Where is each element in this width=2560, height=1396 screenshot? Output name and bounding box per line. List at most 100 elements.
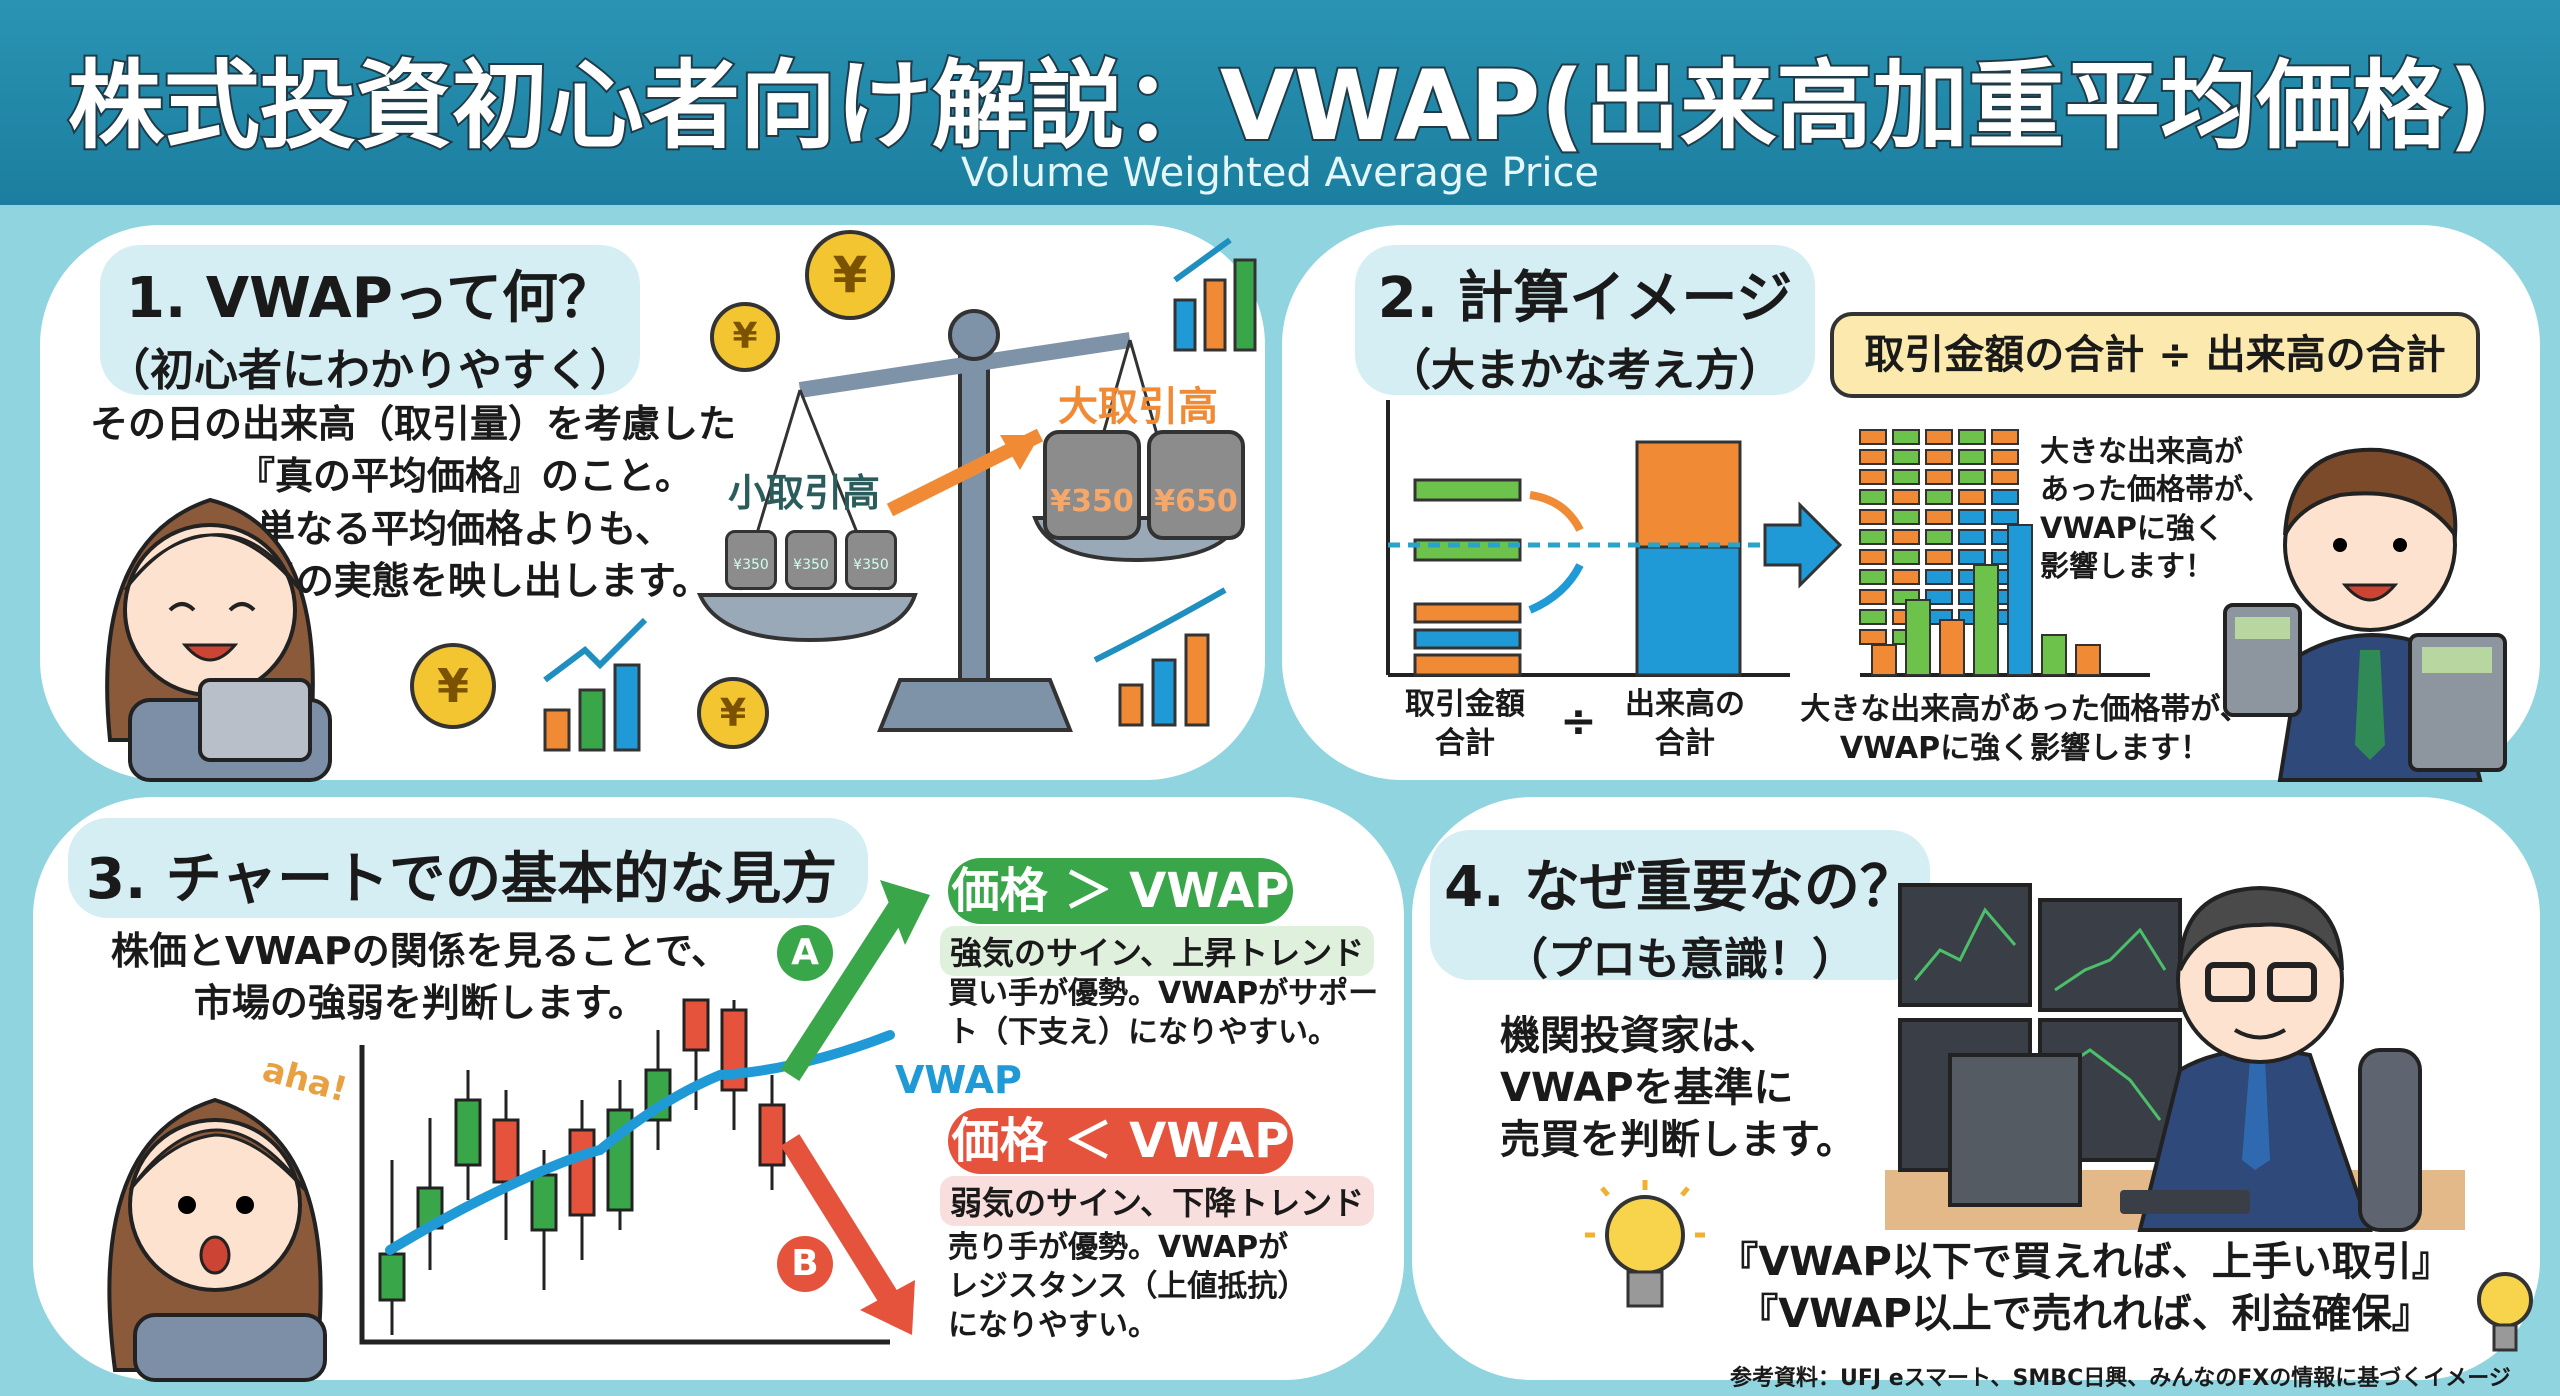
- volume-block: [1925, 589, 1953, 605]
- growth-chart-icon: [1173, 237, 1257, 352]
- weight: ¥350: [725, 530, 777, 590]
- man-with-calculator-illustration: [2223, 447, 2507, 782]
- volume-block: [1859, 609, 1887, 625]
- volume-block: [1958, 549, 1986, 565]
- volume-block: [1925, 569, 1953, 585]
- trading-quotes: 『VWAP以下で買えれば、上手い取引』『VWAP以上で売れれば、利益確保』: [1705, 1236, 2465, 1340]
- volume-block: [1925, 429, 1953, 445]
- downtrend-arrowhead: [860, 1280, 915, 1335]
- header-banner: [0, 0, 2560, 205]
- candle-body: [530, 1173, 558, 1232]
- volume-block: [1859, 429, 1887, 445]
- calculation-diagram: [1386, 400, 2150, 677]
- note-line: VWAPに強く: [2040, 510, 2224, 545]
- note-line: 大きな出来高があった価格帯が、: [1800, 692, 2250, 727]
- section-2-heading-tag: 2. 計算イメージ （大まかな考え方）: [1355, 245, 1815, 396]
- section-4-body: 機関投資家は、VWAPを基準に売買を判断します。: [1500, 1010, 1856, 1166]
- candle-body: [568, 1128, 596, 1217]
- histogram-bar: [2007, 524, 2033, 676]
- section-3-heading-tag: 3. チャートでの基本的な見方: [68, 818, 868, 918]
- volume-block: [1991, 489, 2019, 505]
- volume-block: [1991, 429, 2019, 445]
- section-4-heading: 4. なぜ重要なの？: [1444, 855, 1916, 920]
- marker-b: B: [777, 1236, 833, 1292]
- volume-block: [1859, 569, 1887, 585]
- bullish-signal: 強気のサイン、上昇トレンド: [940, 926, 1375, 976]
- small-volume-label: 小取引高: [728, 471, 881, 515]
- desc-line: レジスタンス（上値抵抗）: [948, 1269, 1308, 1304]
- vwap-line-label: VWAP: [895, 1058, 1022, 1102]
- section-1-body: その日の出来高（取引量）を考慮した 『真の平均価格』のこと。 単なる平均価格より…: [90, 398, 736, 608]
- volume-block: [1859, 529, 1887, 545]
- trader-at-monitors-illustration: [1885, 883, 2465, 1232]
- desc-line: 売り手が優勢。VWAPが: [948, 1230, 1289, 1265]
- volume-block: [1958, 449, 1986, 465]
- body-line: 単なる平均価格よりも、: [256, 506, 674, 551]
- label-line: 取引金額: [1405, 687, 1525, 722]
- section-4-heading-tag: 4. なぜ重要なの？ （プロも意識！）: [1430, 830, 1930, 985]
- bullish-description: 買い手が優勢。VWAPがサポート（下支え）になりやすい。: [948, 974, 1378, 1052]
- thinking-woman-illustration: [107, 1097, 327, 1382]
- volume-block: [1958, 489, 1986, 505]
- weight: ¥350: [1043, 430, 1141, 540]
- bearish-description: 売り手が優勢。VWAPがレジスタンス（上値抵抗） になりやすい。: [948, 1228, 1307, 1345]
- section-4-subheading: （プロも意識！）: [1504, 934, 1856, 985]
- bearish-signal: 弱気のサイン、下降トレンド: [940, 1176, 1375, 1226]
- quote-line: 『VWAP以上で売れれば、利益確保』: [1738, 1291, 2432, 1337]
- volume-block: [1892, 549, 1920, 565]
- candle-body: [492, 1118, 520, 1184]
- coin-icon: ¥: [410, 643, 496, 729]
- volume-block: [1859, 549, 1887, 565]
- candle-body: [682, 998, 710, 1052]
- weight: ¥350: [845, 530, 897, 590]
- volume-block: [1925, 449, 1953, 465]
- volume-block: [1991, 449, 2019, 465]
- formula-bubble: 取引金額の合計 ÷ 出来高の合計: [1830, 312, 2480, 398]
- histogram-bar: [2075, 644, 2101, 676]
- note-line: あった価格帯が、: [2040, 472, 2272, 507]
- section-2-heading: 2. 計算イメージ: [1377, 266, 1793, 331]
- label-line: 合計: [1655, 726, 1715, 761]
- body-line: 『真の平均価格』のこと。: [236, 454, 693, 499]
- volume-block: [1892, 509, 1920, 525]
- lightbulb-icon: [2477, 1272, 2533, 1352]
- section-3-heading: 3. チャートでの基本的な見方: [86, 847, 838, 912]
- body-line: 機関投資家は、: [1500, 1013, 1780, 1059]
- growth-chart-icon: [1093, 587, 1227, 727]
- body-line: VWAPを基準に: [1500, 1065, 1794, 1111]
- page-title: 株式投資初心者向け解説：VWAP(出来高加重平均価格): [66, 48, 2494, 164]
- volume-block: [1925, 549, 1953, 565]
- section-1-heading: 1. VWAPって何？: [126, 266, 614, 331]
- note-line: 影響します！: [2040, 548, 2215, 583]
- intro-line: 市場の強弱を判断します。: [193, 981, 647, 1026]
- volume-block: [1958, 529, 1986, 545]
- volume-block: [1859, 449, 1887, 465]
- volume-block: [1925, 529, 1953, 545]
- volume-block: [1991, 509, 2019, 525]
- intro-line: 株価とVWAPの関係を見ることで、: [110, 929, 730, 973]
- volume-block: [1925, 489, 1953, 505]
- small-weights: ¥350 ¥350 ¥350: [725, 530, 897, 590]
- volume-block: [1892, 529, 1920, 545]
- candle-body: [454, 1098, 482, 1167]
- large-weights: ¥350 ¥650: [1043, 430, 1245, 540]
- page-subtitle: Volume Weighted Average Price: [960, 150, 1600, 196]
- price-below-vwap-pill: 価格 ＜ VWAP: [948, 1108, 1293, 1174]
- candle-body: [378, 1252, 406, 1302]
- uptrend-arrowhead: [880, 880, 930, 945]
- volume-block: [1991, 469, 2019, 485]
- label-transaction-total: 取引金額合計: [1385, 685, 1545, 763]
- divide-sign: ÷: [1560, 696, 1597, 747]
- lightbulb-icon: [1585, 1180, 1705, 1308]
- desc-line: になりやすい。: [948, 1308, 1158, 1343]
- side-note: 大きな出来高があった価格帯が、VWAPに強く影響します！: [2040, 432, 2271, 585]
- candle-body: [758, 1103, 786, 1167]
- woman-character-illustration: [105, 497, 332, 782]
- volume-block: [1859, 469, 1887, 485]
- volume-block: [1958, 509, 1986, 525]
- weight: ¥650: [1147, 430, 1245, 540]
- volume-block: [1958, 469, 1986, 485]
- quote-line: 『VWAP以下で買えれば、上手い取引』: [1718, 1239, 2452, 1285]
- volume-block: [1859, 589, 1887, 605]
- volume-block: [1892, 449, 1920, 465]
